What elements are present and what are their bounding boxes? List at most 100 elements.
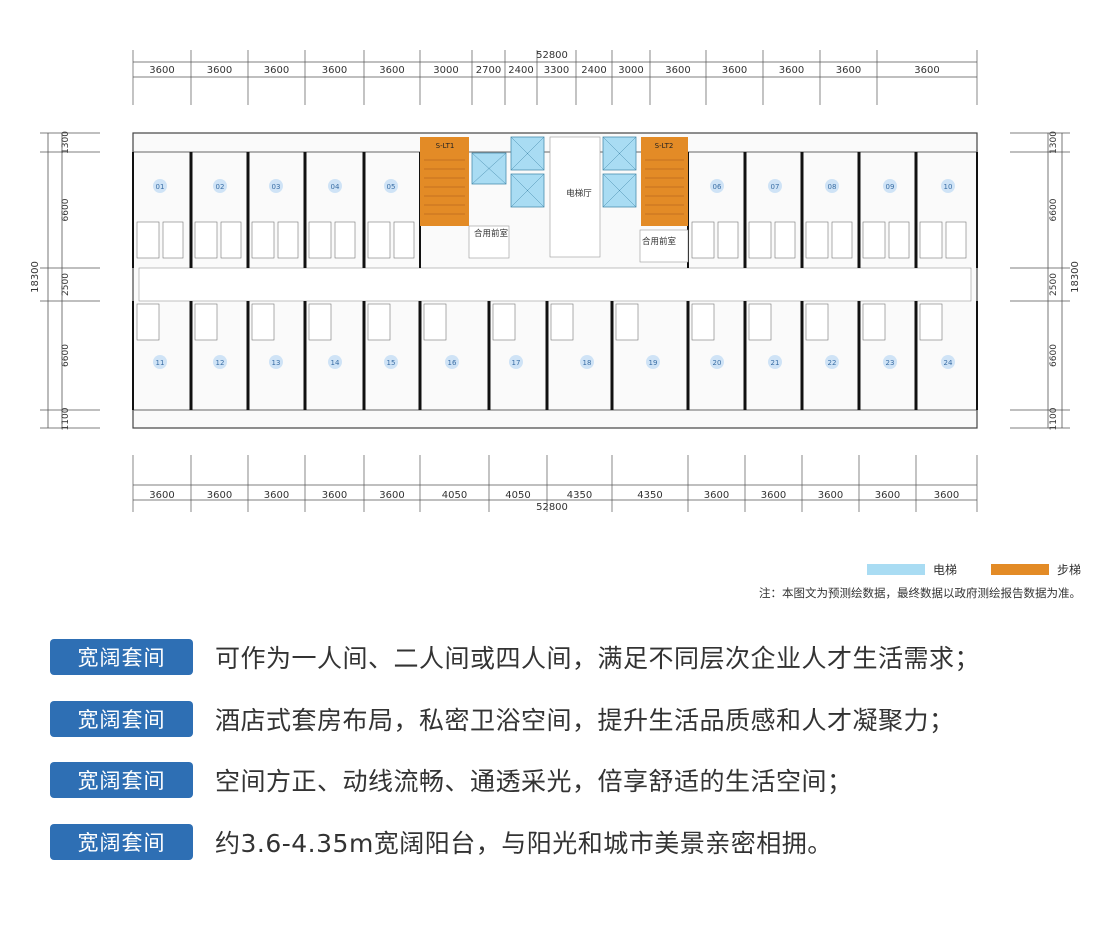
feature-badge: 宽阔套间 [50,639,193,675]
bathroom [194,221,218,259]
top-dim-label: 3600 [379,65,404,76]
bathroom [423,303,447,341]
room-number: 01 [156,183,165,191]
top-dim-label: 3000 [433,65,458,76]
legend: 电梯 步梯 [866,561,1081,578]
bottom-dim-label: 3600 [934,490,959,501]
top-dim-label: 2400 [508,65,533,76]
side-dim-label: 6600 [1049,344,1059,367]
bottom-dim-label: 3600 [207,490,232,501]
room-number: 22 [828,359,837,367]
room-number: 14 [331,359,340,367]
room-number-dot [941,355,955,369]
room-number: 04 [331,183,340,191]
elevator-cross [471,152,507,185]
room-number: 21 [771,359,780,367]
room-number-dot [646,355,660,369]
side-dim-label: 1100 [1049,407,1059,430]
bathroom [550,303,574,341]
top-dim-label: 3000 [618,65,643,76]
bottom-dim-label: 3600 [322,490,347,501]
bottom-dim-label: 3600 [875,490,900,501]
bathroom [162,221,184,259]
bathroom [308,303,332,341]
room-number: 09 [886,183,895,191]
bathroom [136,303,160,341]
feature-row: 宽阔套间 空间方正、动线流畅、通透采光，倍享舒适的生活空间； [50,759,1090,801]
bathroom [334,221,356,259]
top-dim-label: 3600 [665,65,690,76]
room-number-dot [384,355,398,369]
bottom-dim-label: 4350 [637,490,662,501]
elevator-cross [602,173,637,208]
stair-right [641,137,688,226]
bathroom [919,303,943,341]
bathroom [774,221,796,259]
room-number-dot [445,355,459,369]
legend-elevator-label: 电梯 [932,563,957,577]
stairs-swatch [990,564,1049,575]
side-dim-label: 6600 [61,198,71,221]
bathroom [748,221,772,259]
bathroom [919,221,943,259]
top-dim-label: 3600 [264,65,289,76]
top-dim-label: 3600 [779,65,804,76]
bathroom [194,303,218,341]
side-dim-label: 2500 [1049,273,1059,296]
elevator-cross [510,136,545,171]
room-number: 17 [512,359,521,367]
room-number-dot [384,179,398,193]
bathroom [805,303,829,341]
bottom-dim-label: 4050 [442,490,467,501]
room-number: 11 [156,359,165,367]
room-number-dot [153,355,167,369]
bottom-dim-label: 3600 [379,490,404,501]
feature-list: 宽阔套间 可作为一人间、二人间或四人间，满足不同层次企业人才生活需求； 宽阔套间… [50,636,1090,882]
feature-row: 宽阔套间 可作为一人间、二人间或四人间，满足不同层次企业人才生活需求； [50,636,1090,678]
room-number-dot [213,179,227,193]
bathroom [308,221,332,259]
bathroom [393,221,415,259]
room-number: 08 [828,183,837,191]
room-number: 10 [944,183,953,191]
front-room-label-left: 合用前室 [474,228,509,239]
bathroom [691,303,715,341]
room-number-dot [213,355,227,369]
feature-row: 宽阔套间 酒店式套房布局，私密卫浴空间，提升生活品质感和人才凝聚力； [50,698,1090,740]
room-number: 16 [448,359,457,367]
elevator-cross [510,173,545,208]
disclaimer-note: 注：本图文为预测绘数据，最终数据以政府测绘报告数据为准。 [759,586,1081,600]
room-number-dot [825,179,839,193]
bathroom [492,303,516,341]
side-dim-label: 2500 [61,273,71,296]
room-number-dot [153,179,167,193]
top-dim-label: 3600 [914,65,939,76]
feature-badge: 宽阔套间 [50,700,193,737]
feature-text: 可作为一人间、二人间或四人间，满足不同层次企业人才生活需求； [215,644,981,673]
side-total-dimension-left: 18300 [30,261,41,293]
bottom-dim-label: 3600 [264,490,289,501]
room-number-dot [328,355,342,369]
top-dim-label: 3600 [836,65,861,76]
feature-text: 约3.6-4.35m宽阔阳台，与阳光和城市美景亲密相拥。 [215,828,833,858]
bathroom [888,221,910,259]
room-number: 05 [387,183,396,191]
corridor [138,267,972,302]
room-number-dot [710,179,724,193]
side-dim-label: 1300 [1049,131,1059,154]
bottom-total-dimension: 52800 [536,502,568,513]
room-number: 13 [272,359,281,367]
bottom-dim-label: 4350 [567,490,592,501]
bathroom [251,221,275,259]
top-dim-label: 3600 [722,65,747,76]
bathroom [945,221,967,259]
front-room-left [468,225,510,259]
bathroom [615,303,639,341]
room-number: 07 [771,183,780,191]
elevator-swatch [866,564,925,575]
bathroom [831,221,853,259]
bottom-dim-label: 3600 [704,490,729,501]
room-number: 03 [272,183,281,191]
bathroom [367,221,391,259]
